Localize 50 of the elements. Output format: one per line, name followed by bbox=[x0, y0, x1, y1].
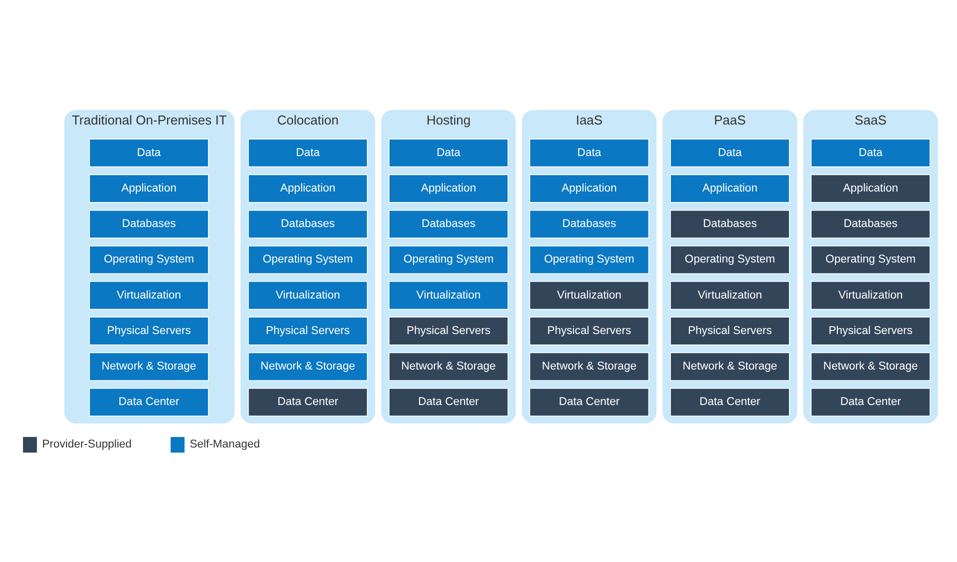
node-box: Databases bbox=[810, 209, 931, 238]
node-box: Data Center bbox=[810, 387, 931, 416]
node-box: Virtualization bbox=[670, 280, 790, 310]
node-box: Data Center bbox=[670, 387, 790, 416]
node-box: Operating System bbox=[89, 244, 209, 274]
node-box: Application bbox=[388, 174, 508, 202]
node-box: Data Center bbox=[89, 387, 209, 416]
node-box: Application bbox=[670, 174, 790, 202]
node-box: Databases bbox=[89, 209, 209, 238]
node-box: Data bbox=[388, 138, 508, 167]
node-box: Databases bbox=[670, 209, 790, 238]
node-box: Data Center bbox=[529, 387, 650, 416]
node-box: Virtualization bbox=[810, 280, 931, 310]
node-box: Virtualization bbox=[89, 280, 209, 310]
node-box: Operating System bbox=[248, 244, 368, 274]
node-box: Physical Servers bbox=[529, 316, 650, 345]
node-box: Operating System bbox=[529, 244, 650, 274]
node-box: Application bbox=[248, 174, 368, 202]
node-box: Network & Storage bbox=[248, 352, 368, 380]
node-box: Databases bbox=[388, 209, 508, 238]
node-box: Data bbox=[670, 138, 790, 167]
node-box: Application bbox=[529, 174, 650, 202]
node-box: Operating System bbox=[388, 244, 508, 274]
legend-label: Self-Managed bbox=[190, 438, 260, 450]
node-box: Application bbox=[810, 174, 931, 202]
node-box: Physical Servers bbox=[810, 316, 931, 345]
node-box: Data Center bbox=[388, 387, 508, 416]
node-box: Databases bbox=[529, 209, 650, 238]
node-box: Virtualization bbox=[388, 280, 508, 310]
node-box: Data Center bbox=[248, 387, 368, 416]
node-box: Network & Storage bbox=[89, 352, 209, 380]
node-box: Physical Servers bbox=[89, 316, 209, 345]
node-box: Physical Servers bbox=[248, 316, 368, 345]
node-box: Network & Storage bbox=[529, 352, 650, 380]
node-box: Databases bbox=[248, 209, 368, 238]
node-box: Physical Servers bbox=[670, 316, 790, 345]
node-box: Operating System bbox=[810, 244, 931, 274]
node-box: Data bbox=[248, 138, 368, 167]
node-box: Physical Servers bbox=[388, 316, 508, 345]
node-box: Data bbox=[529, 138, 650, 167]
node-box: Data bbox=[810, 138, 931, 167]
node-box: Operating System bbox=[670, 244, 790, 274]
node-box: Application bbox=[89, 174, 209, 202]
node-box: Data bbox=[89, 138, 209, 167]
node-box: Virtualization bbox=[529, 280, 650, 310]
node-box: Virtualization bbox=[248, 280, 368, 310]
legend-label: Provider-Supplied bbox=[42, 438, 132, 450]
node-box: Network & Storage bbox=[388, 352, 508, 380]
node-box: Network & Storage bbox=[810, 352, 931, 380]
node-box: Network & Storage bbox=[670, 352, 790, 380]
